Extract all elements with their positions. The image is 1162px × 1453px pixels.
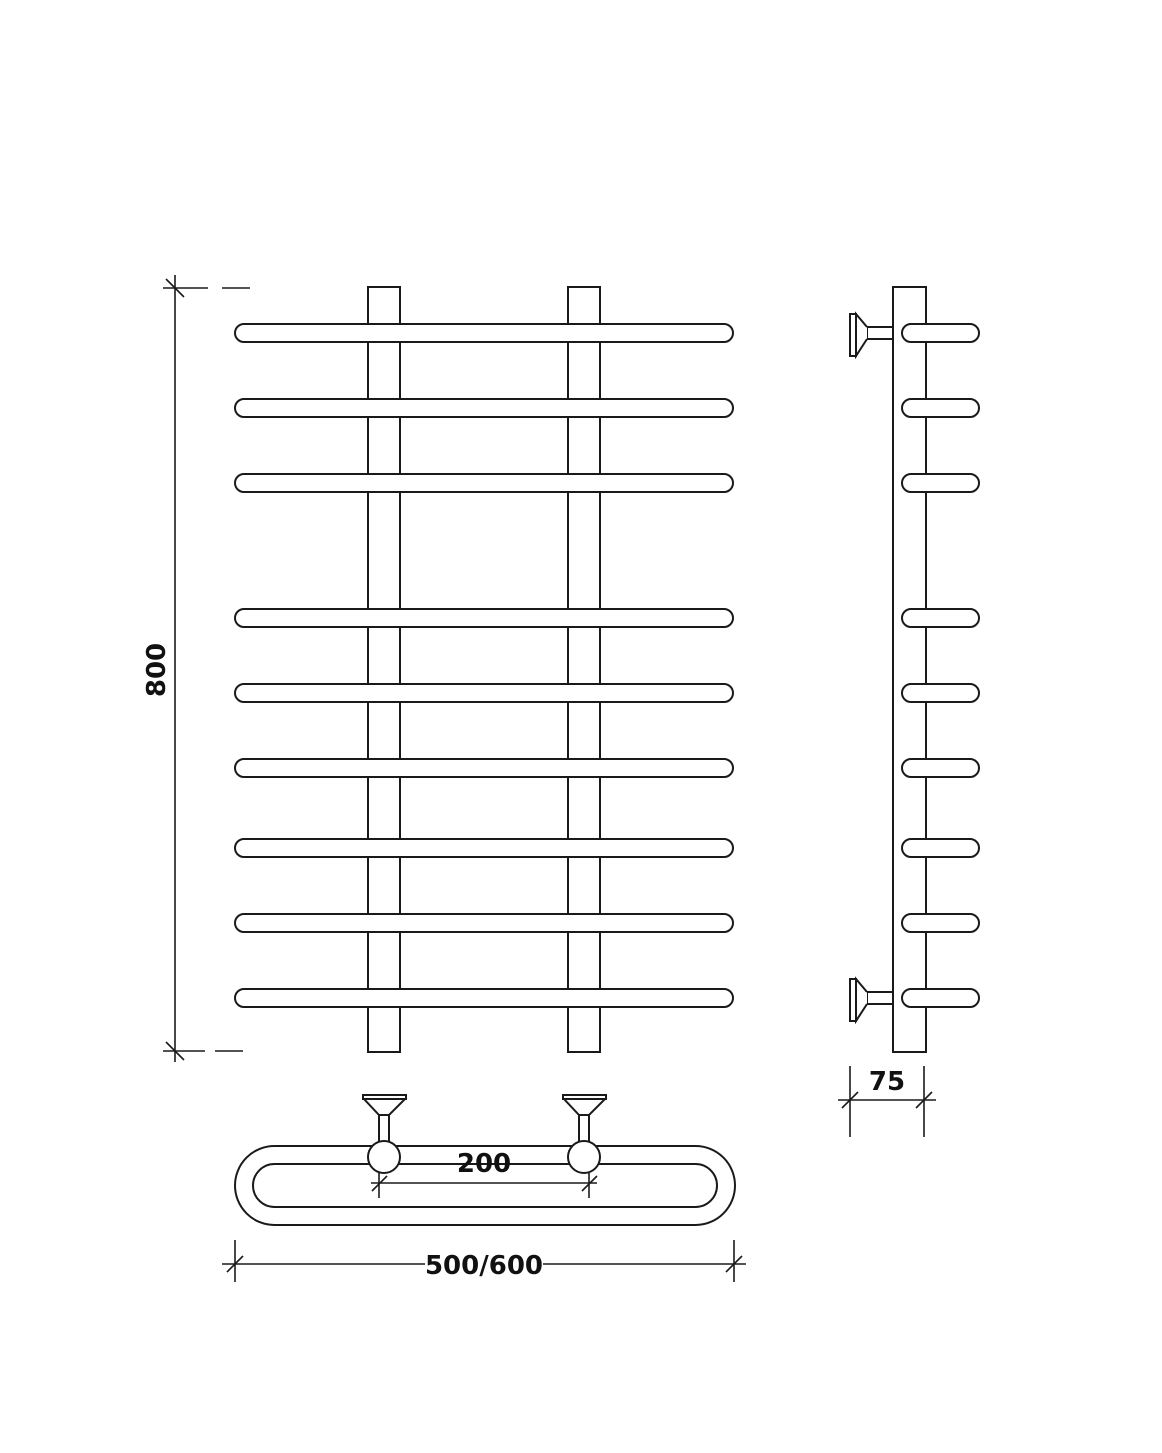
front-rung: [234, 608, 734, 628]
width-dimension: 500/600: [222, 1240, 746, 1282]
front-rung: [234, 758, 734, 778]
side-rung: [901, 913, 980, 933]
front-rung: [234, 473, 734, 493]
top-bracket-left: [361, 1094, 408, 1174]
side-rung: [901, 988, 980, 1008]
front-rung: [234, 988, 734, 1008]
wall-bracket-bottom: [849, 976, 894, 1025]
front-rung: [234, 838, 734, 858]
side-rung: [901, 473, 980, 493]
side-rung: [901, 838, 980, 858]
front-rung: [234, 398, 734, 418]
side-view: [849, 286, 980, 1053]
wall-bracket-top: [849, 311, 894, 360]
center-distance-label: 200: [457, 1149, 511, 1179]
front-rung: [234, 913, 734, 933]
side-rung: [901, 758, 980, 778]
side-rung: [901, 398, 980, 418]
front-rung: [234, 323, 734, 343]
side-rung: [901, 323, 980, 343]
front-rung: [234, 683, 734, 703]
side-rung: [901, 608, 980, 628]
top-view: [234, 1094, 736, 1226]
inner-loop: [252, 1163, 718, 1208]
width-label: 500/600: [425, 1251, 543, 1281]
center-distance-dimension: 200: [371, 1149, 598, 1198]
depth-label: 75: [869, 1067, 905, 1097]
depth-dimension: 75: [838, 1066, 936, 1137]
front-view: [234, 286, 734, 1053]
side-rung: [901, 683, 980, 703]
height-label: 800: [142, 643, 172, 697]
height-dimension: 800: [142, 275, 250, 1062]
top-bracket-right: [561, 1094, 608, 1174]
